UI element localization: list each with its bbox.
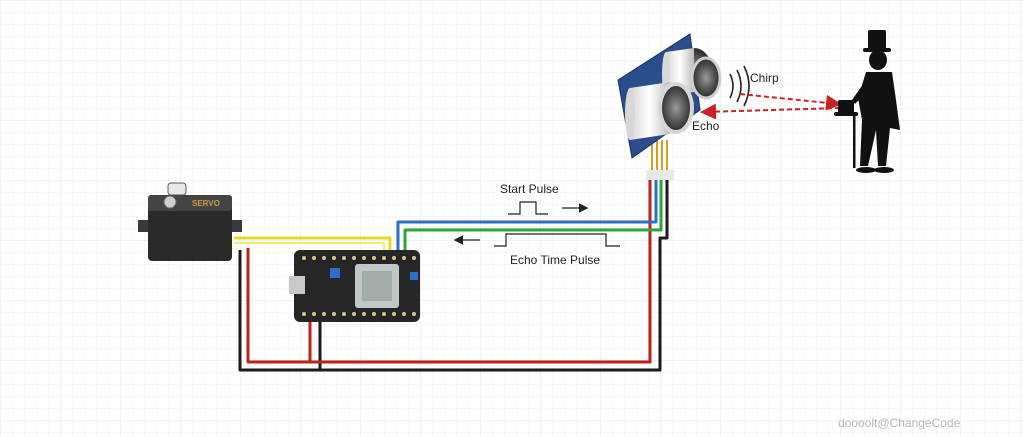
chirp-label: Chirp [750,71,779,85]
microcontroller-board-icon [289,250,420,322]
servo-label: SERVO [192,199,220,208]
wire-ground [238,180,669,372]
watermark: doooolt@ChangeCode [838,416,961,430]
echo-arrow [700,103,841,120]
start-pulse-label: Start Pulse [500,182,559,196]
wire-echo [403,180,663,254]
start-pulse-waveform [508,201,548,215]
echo-pulse-diagram: Echo Time Pulse [453,233,620,267]
echo-pulse-waveform [494,233,620,247]
start-pulse-diagram: Start Pulse [500,182,589,215]
wire-servo-signal [234,236,392,254]
echo-label: Echo [692,119,720,133]
wire-trigger [396,180,658,254]
ultrasonic-sensor-icon [617,33,722,180]
wire-power [246,180,652,364]
sound-wave-icon [729,65,750,107]
servo-motor-icon: SERVO [138,182,242,261]
gentleman-silhouette-icon [834,30,900,173]
wires [234,180,669,372]
echo-time-pulse-label: Echo Time Pulse [510,253,600,267]
chirp-arrow [739,93,842,111]
